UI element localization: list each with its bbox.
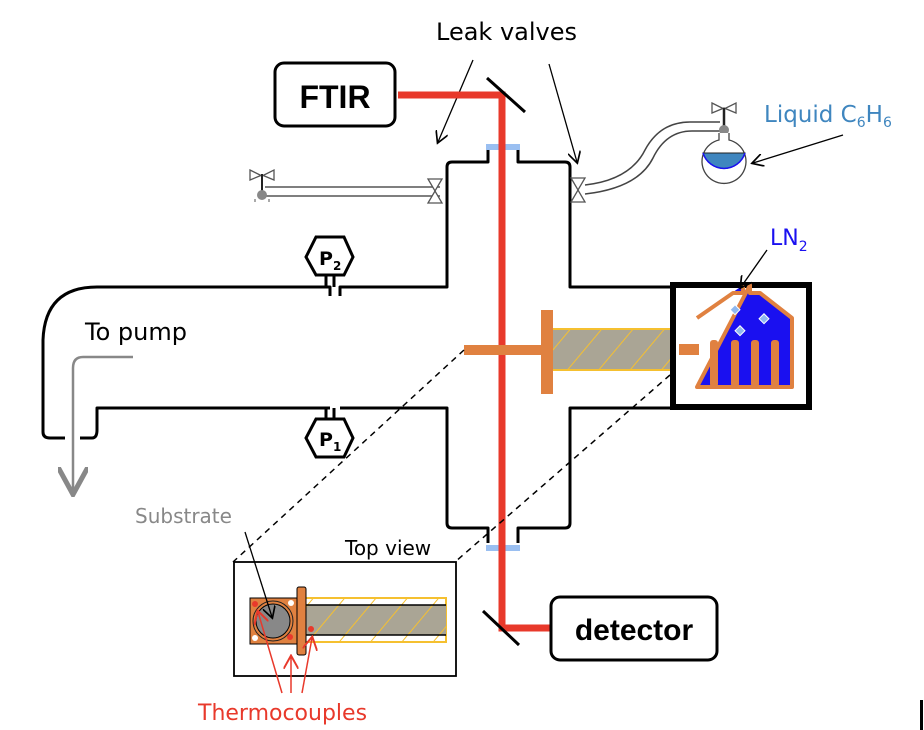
cold-finger <box>464 310 699 394</box>
top-view-inset <box>233 561 457 677</box>
benzene-arrow <box>753 134 844 163</box>
pump-arrow <box>73 355 133 492</box>
right-gas-line <box>584 121 723 195</box>
to-pump-label: To pump <box>84 318 187 346</box>
detector-box: detector <box>549 595 719 662</box>
ln2-arrow <box>741 249 768 287</box>
edge-mark <box>920 700 923 730</box>
ftir-box: FTIR <box>273 61 397 128</box>
substrate-label: Substrate <box>135 504 232 528</box>
ir-beam <box>398 91 550 632</box>
p1-label: P1 <box>319 429 341 454</box>
p2-label: P2 <box>319 248 341 273</box>
ln2-dewar <box>695 283 794 389</box>
projection-line-right <box>454 374 671 563</box>
ln2-label: LN2 <box>770 226 808 255</box>
leak-valves-label: Leak valves <box>436 18 577 46</box>
left-leak-valve <box>426 178 444 204</box>
thermocouple-arrows <box>258 612 312 694</box>
gauge-p1: P1 <box>304 408 355 459</box>
ftir-label: FTIR <box>299 79 370 115</box>
leak-valve-arrow-left <box>438 59 474 142</box>
top-mirror <box>485 76 527 114</box>
detector-label: detector <box>575 614 694 647</box>
liquid-benzene-label: Liquid C6H6 <box>764 102 892 131</box>
substrate-arrow <box>244 531 272 617</box>
left-gas-line <box>249 168 440 202</box>
bottom-mirror <box>481 609 521 647</box>
gauge-p2: P2 <box>304 235 355 287</box>
projection-line-left <box>232 349 465 563</box>
right-leak-valve <box>569 177 587 203</box>
benzene-flask <box>701 101 747 184</box>
leak-valve-arrow-right <box>548 63 577 162</box>
thermocouples-label: Thermocouples <box>197 701 367 726</box>
top-view-label: Top view <box>344 536 431 560</box>
